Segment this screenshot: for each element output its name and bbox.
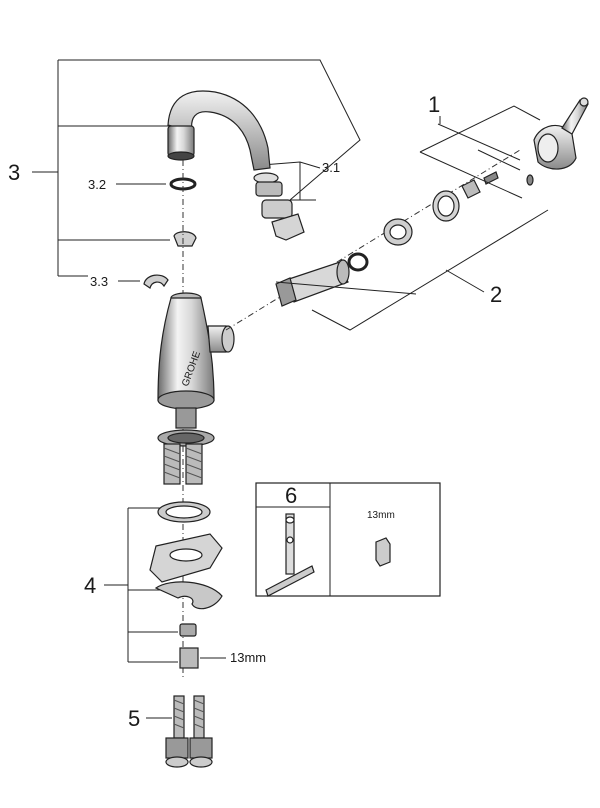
callout-3: 3 (8, 160, 20, 185)
hex-socket-tool (375, 537, 391, 567)
callout-1: 1 (428, 92, 440, 117)
tools-box (255, 482, 441, 597)
horseshoe-washer-part (154, 581, 223, 610)
lever-handle-part (526, 97, 589, 186)
retaining-clip-part (143, 274, 169, 289)
nut-size-label: 13mm (230, 650, 266, 665)
centerline-diagonal (225, 149, 521, 331)
support-plate-hole (169, 548, 203, 562)
callout-6: 6 (285, 483, 297, 508)
callout-4: 4 (84, 573, 96, 598)
cartridge-part (275, 252, 369, 307)
mixer-body-part: GROHE (157, 292, 235, 410)
cartridge-seal (347, 252, 369, 272)
spout-clip-part (173, 231, 197, 247)
callout-3-2: 3.2 (88, 177, 106, 192)
body-base-part (157, 407, 215, 485)
wrench-size-label: 13mm (367, 510, 395, 521)
group-1-bracket (419, 105, 541, 199)
threaded-sleeve-part (179, 647, 199, 669)
spout-part (167, 90, 271, 171)
group-4-bracket (104, 507, 178, 663)
callout-2: 2 (490, 282, 502, 307)
aerator-part (253, 172, 305, 241)
lock-nut-part (179, 623, 197, 637)
callout-3-1-bracket (261, 161, 321, 201)
group-2-bracket (275, 209, 549, 331)
callout-3-3: 3.3 (90, 274, 108, 289)
t-wrench-tool (265, 513, 315, 597)
group-3-bracket (32, 59, 361, 276)
callout-5: 5 (128, 706, 140, 731)
bonnet-rings-part (383, 171, 499, 246)
gasket-part (157, 501, 211, 523)
flex-hoses-part (165, 695, 213, 768)
callout-3-1: 3.1 (322, 160, 340, 175)
